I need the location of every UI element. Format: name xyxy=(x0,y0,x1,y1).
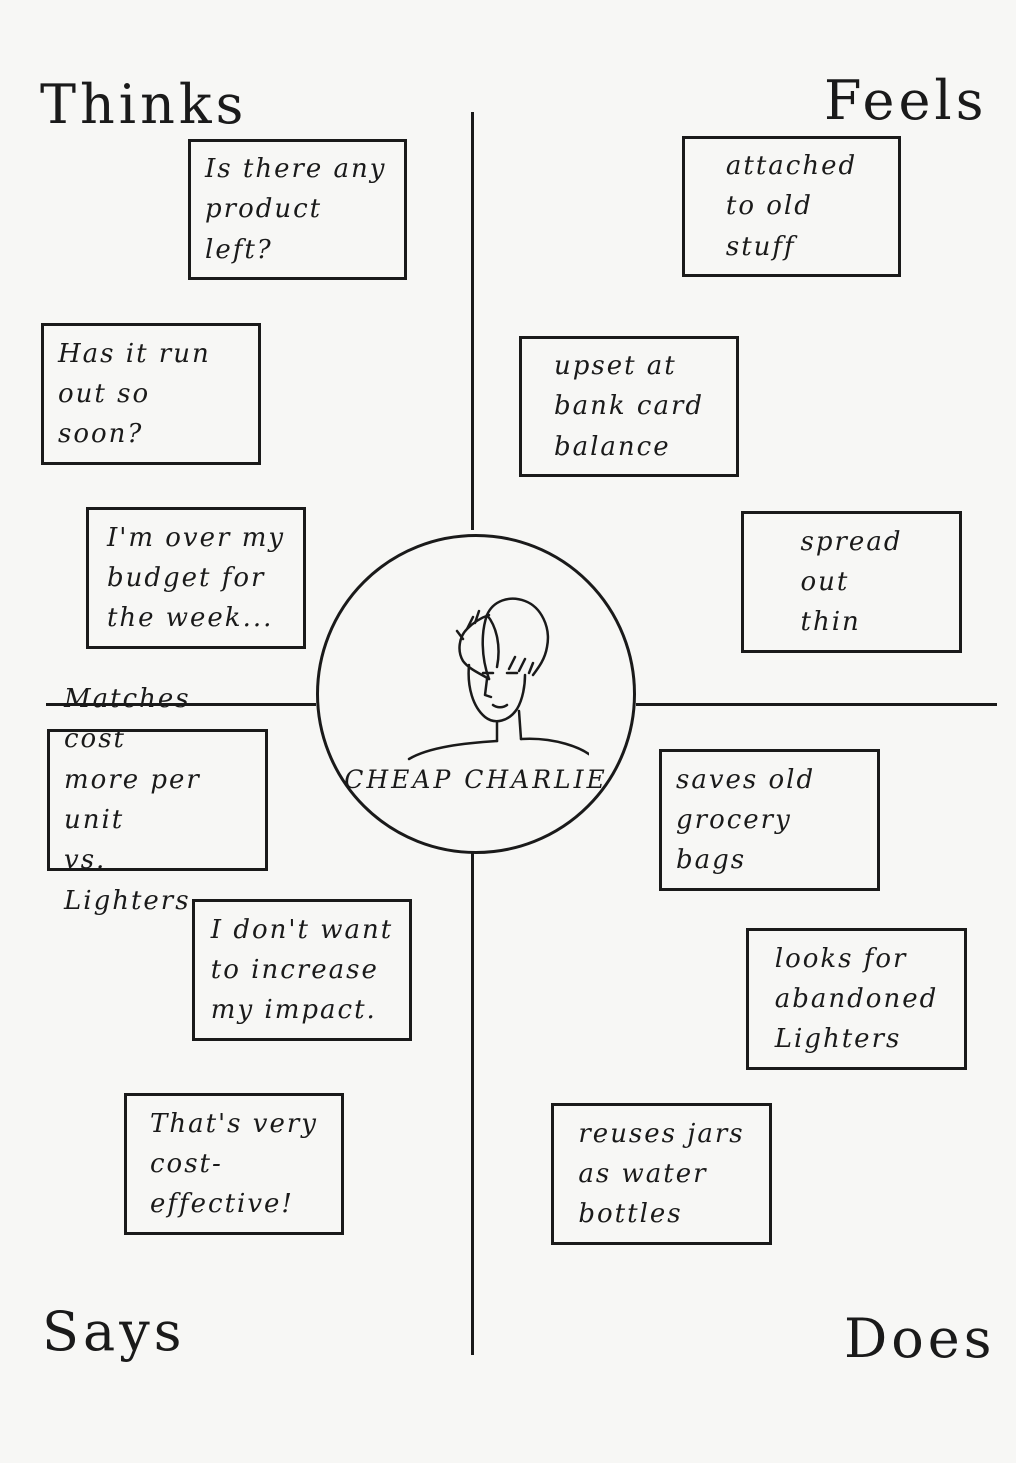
persona-face-icon xyxy=(407,597,589,761)
feels-note-2-text: upset at bank card balance xyxy=(553,351,705,462)
does-note-3-text: reuses jars as water bottles xyxy=(578,1118,745,1230)
thinks-note-3-text: I'm over my budget for the week... xyxy=(106,522,286,634)
does-note-2: looks for abandoned Lighters xyxy=(746,928,967,1070)
thinks-note-1-text: Is there any product left? xyxy=(205,154,387,265)
horizontal-axis-left xyxy=(46,703,316,706)
vertical-axis-top xyxy=(471,112,474,530)
says-note-1: Matches cost more per unit vs. Lighters. xyxy=(47,684,268,916)
does-note-1-text: saves old grocery bags xyxy=(676,764,816,876)
says-note-1-text: Matches cost more per unit vs. Lighters. xyxy=(64,684,201,916)
says-note-2: I don't want to increase my impact. xyxy=(192,899,412,1041)
thinks-note-2-text: Has it run out so soon? xyxy=(58,338,211,450)
horizontal-axis-right xyxy=(636,703,997,706)
feels-note-3: spread out thin xyxy=(741,511,962,653)
feels-note-2: upset at bank card balance xyxy=(519,336,739,477)
thinks-note-1: Is there any product left? xyxy=(188,139,407,280)
vertical-axis-bottom xyxy=(471,852,474,1355)
persona-name: CHEAP CHARLIE xyxy=(344,765,608,794)
quadrant-label-thinks: Thinks xyxy=(40,73,248,136)
feels-note-1: attached to old stuff xyxy=(682,136,901,277)
quadrant-label-says: Says xyxy=(42,1300,186,1363)
says-note-3-text: That's very cost- effective! xyxy=(150,1108,318,1220)
feels-note-3-text: spread out thin xyxy=(800,526,903,638)
thinks-note-2: Has it run out so soon? xyxy=(41,323,261,465)
thinks-note-3: I'm over my budget for the week... xyxy=(86,507,306,649)
does-note-2-text: looks for abandoned Lighters xyxy=(774,943,939,1055)
says-note-2-text: I don't want to increase my impact. xyxy=(210,914,394,1026)
does-note-1: saves old grocery bags xyxy=(659,749,880,891)
feels-note-1-text: attached to old stuff xyxy=(725,151,858,262)
says-note-3: That's very cost- effective! xyxy=(124,1093,344,1235)
quadrant-label-feels: Feels xyxy=(824,69,988,132)
quadrant-label-does: Does xyxy=(844,1307,996,1370)
persona-circle: CHEAP CHARLIE xyxy=(316,534,636,854)
does-note-3: reuses jars as water bottles xyxy=(551,1103,772,1245)
